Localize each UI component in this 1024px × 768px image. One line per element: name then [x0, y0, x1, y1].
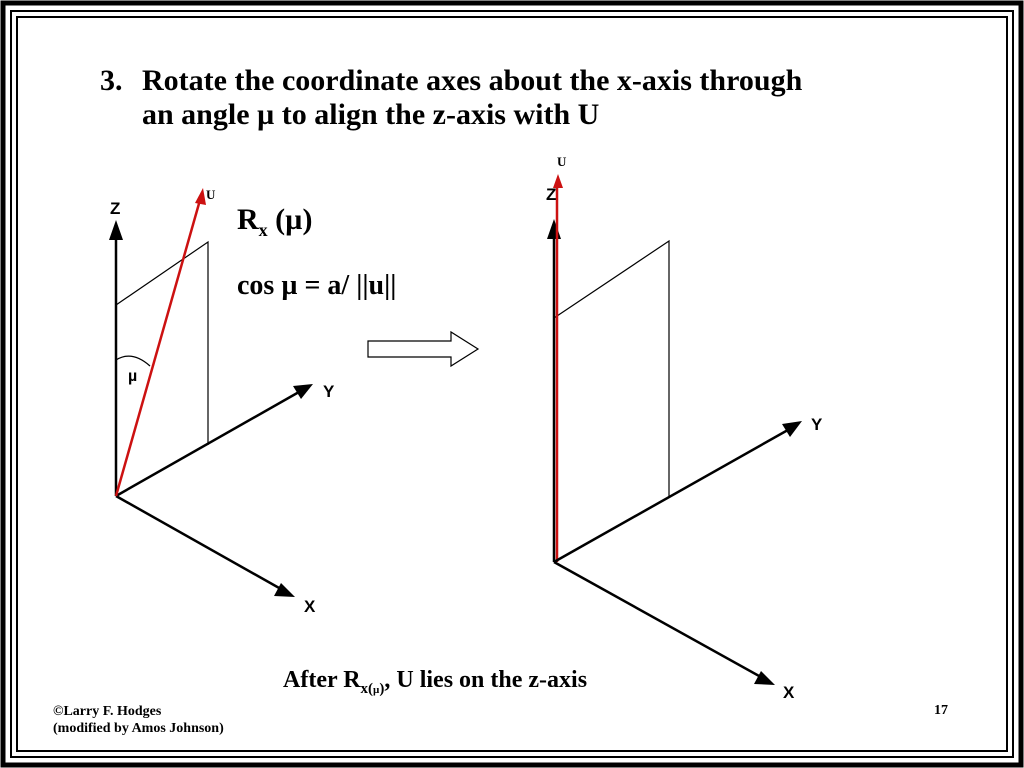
caption-sub-close: ) — [379, 680, 385, 697]
right-x-axis — [553, 560, 769, 683]
right-diagram: Z Y X U — [546, 154, 823, 702]
left-plane — [115, 240, 209, 445]
footer-line2: (modified by Amos Johnson) — [53, 721, 224, 736]
left-x-label: X — [304, 597, 316, 616]
caption-sub-x: x — [360, 680, 369, 697]
right-u-label: U — [557, 154, 567, 169]
footer-credit: ©Larry F. Hodges (modified by Amos Johns… — [53, 703, 224, 737]
left-u-vector — [114, 199, 202, 497]
rx-sub: x — [258, 220, 268, 240]
left-diagram: Z Y X U µ — [109, 187, 335, 616]
left-y-axis — [115, 386, 307, 498]
left-u-label: U — [206, 187, 216, 202]
rx-arg: (µ) — [267, 203, 313, 236]
rx-main: R — [237, 203, 259, 236]
caption-sub-open: ( — [368, 680, 374, 697]
title-number: 3. — [100, 64, 123, 97]
right-x-arrowhead — [754, 671, 775, 685]
page-number: 17 — [934, 703, 948, 718]
caption-sub-mu: µ — [373, 683, 380, 696]
left-angle-arc — [115, 355, 151, 367]
right-plane — [553, 239, 670, 497]
caption-sub: x(µ) — [361, 681, 385, 697]
left-angle-label: µ — [128, 368, 137, 385]
left-z-label: Z — [110, 199, 120, 218]
caption: After Rx(µ), U lies on the z-axis — [283, 667, 587, 698]
title-line2: an angle µ to align the z-axis with U — [142, 98, 600, 131]
right-y-axis — [553, 424, 796, 564]
right-z-arrowhead — [547, 219, 561, 239]
title-line1: Rotate the coordinate axes about the x-a… — [142, 64, 803, 97]
caption-suffix: , U lies on the z-axis — [384, 667, 588, 693]
transition-arrow — [367, 330, 480, 368]
left-u-arrowhead — [195, 188, 206, 205]
rotation-formula: Rx (µ) — [237, 203, 312, 241]
right-x-label: X — [783, 683, 795, 702]
right-z-label: Z — [546, 185, 556, 204]
left-x-axis — [115, 494, 289, 595]
left-z-arrowhead — [109, 220, 123, 240]
left-x-arrowhead — [274, 583, 295, 597]
footer-line1: ©Larry F. Hodges — [53, 704, 162, 719]
cosine-formula: cos µ = a/ ||u|| — [237, 270, 397, 301]
slide-title: 3. Rotate the coordinate axes about the x… — [100, 64, 960, 132]
left-y-label: Y — [323, 382, 335, 401]
right-y-label: Y — [811, 415, 823, 434]
right-u-arrowhead — [553, 174, 563, 188]
caption-prefix: After R — [283, 667, 361, 693]
right-y-arrowhead — [782, 421, 802, 437]
left-y-arrowhead — [293, 384, 313, 399]
